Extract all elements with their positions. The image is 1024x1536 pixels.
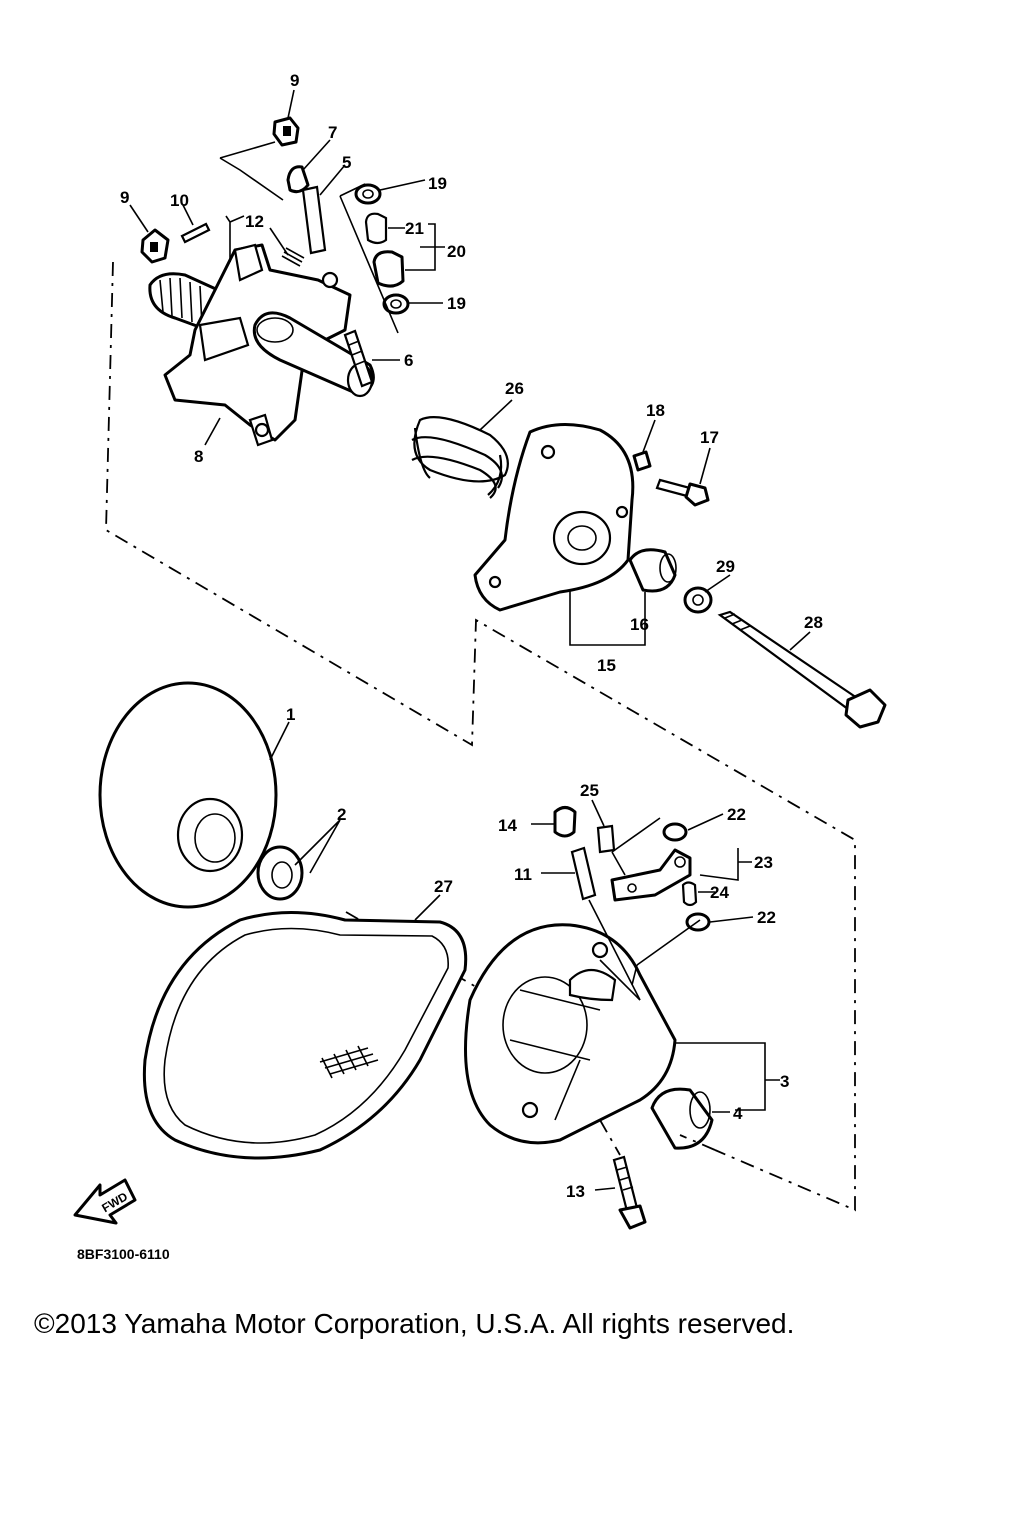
- callout-7: 7: [328, 123, 337, 142]
- pin-5: [301, 185, 327, 255]
- roller-sleeve: [372, 250, 405, 288]
- callout-22b: 22: [757, 908, 776, 927]
- callout-15: 15: [597, 656, 616, 675]
- callout-13: 13: [566, 1182, 585, 1201]
- callout-11: 11: [514, 865, 532, 884]
- cam-cover-15: [473, 422, 635, 612]
- washer-19a: [354, 183, 382, 205]
- washer-29: [683, 586, 713, 614]
- weight-block-9b: [140, 228, 170, 264]
- roller-24: [681, 881, 698, 907]
- bolt-17: [655, 478, 710, 507]
- callout-labels: 9 7 5 19 21 20 19 6 9 10 12 8 26 18 17 2…: [120, 71, 823, 1201]
- arm-23: [610, 848, 692, 902]
- callout-4: 4: [733, 1104, 743, 1123]
- callout-26: 26: [505, 379, 524, 398]
- callout-25: 25: [580, 781, 599, 800]
- callout-21: 21: [405, 219, 424, 238]
- spider-assembly: [148, 243, 375, 447]
- nut-18: [632, 450, 652, 472]
- roller-21: [364, 212, 388, 245]
- sheave-1: [98, 681, 278, 909]
- callout-23: 23: [754, 853, 773, 872]
- bolt-6: [343, 329, 374, 388]
- callout-17: 17: [700, 428, 719, 447]
- callout-3: 3: [780, 1072, 789, 1091]
- callout-19a: 19: [428, 174, 447, 193]
- callout-22a: 22: [727, 805, 746, 824]
- slider-7: [286, 165, 310, 194]
- callout-10: 10: [170, 191, 189, 210]
- washer-19b: [382, 293, 410, 315]
- callout-6: 6: [404, 351, 413, 370]
- leader-lines: [129, 89, 811, 1191]
- sheave-housing-3: [464, 923, 677, 1145]
- callout-8: 8: [194, 447, 203, 466]
- spring-26: [411, 416, 509, 499]
- pin-25: [596, 824, 616, 854]
- drive-belt-27: [142, 911, 468, 1160]
- callout-27: 27: [434, 877, 453, 896]
- callout-5: 5: [342, 153, 351, 172]
- callout-29: 29: [716, 557, 735, 576]
- exploded-parts-diagram: FWD 9 7 5 19 21 20 19 6 9 10 12 8 26 18 …: [73, 71, 887, 1262]
- pin-10: [180, 222, 211, 244]
- callout-9a: 9: [290, 71, 299, 90]
- bushing-2: [256, 845, 304, 901]
- washer-22a: [662, 822, 688, 842]
- bolt-28: [717, 610, 887, 729]
- nut-14: [553, 806, 577, 838]
- bushing-16: [628, 548, 677, 593]
- bolt-13: [612, 1155, 647, 1230]
- bushing-4: [650, 1087, 714, 1150]
- callout-20: 20: [447, 242, 466, 261]
- callout-12: 12: [245, 212, 264, 231]
- assembly-boundary-line: [105, 261, 856, 1212]
- fwd-arrow-icon: FWD: [73, 1178, 137, 1225]
- callout-1: 1: [286, 705, 295, 724]
- weight-block-9a: [272, 116, 300, 147]
- diagram-part-code: 8BF3100-6110: [77, 1246, 170, 1262]
- copyright-notice: ©2013 Yamaha Motor Corporation, U.S.A. A…: [34, 1308, 795, 1339]
- callout-19b: 19: [447, 294, 466, 313]
- callout-2: 2: [337, 805, 346, 824]
- callout-9b: 9: [120, 188, 129, 207]
- shaft-11: [570, 846, 641, 1001]
- callout-14: 14: [498, 816, 517, 835]
- callout-28: 28: [804, 613, 823, 632]
- callout-24: 24: [710, 883, 729, 902]
- callout-16: 16: [630, 615, 649, 634]
- callout-18: 18: [646, 401, 665, 420]
